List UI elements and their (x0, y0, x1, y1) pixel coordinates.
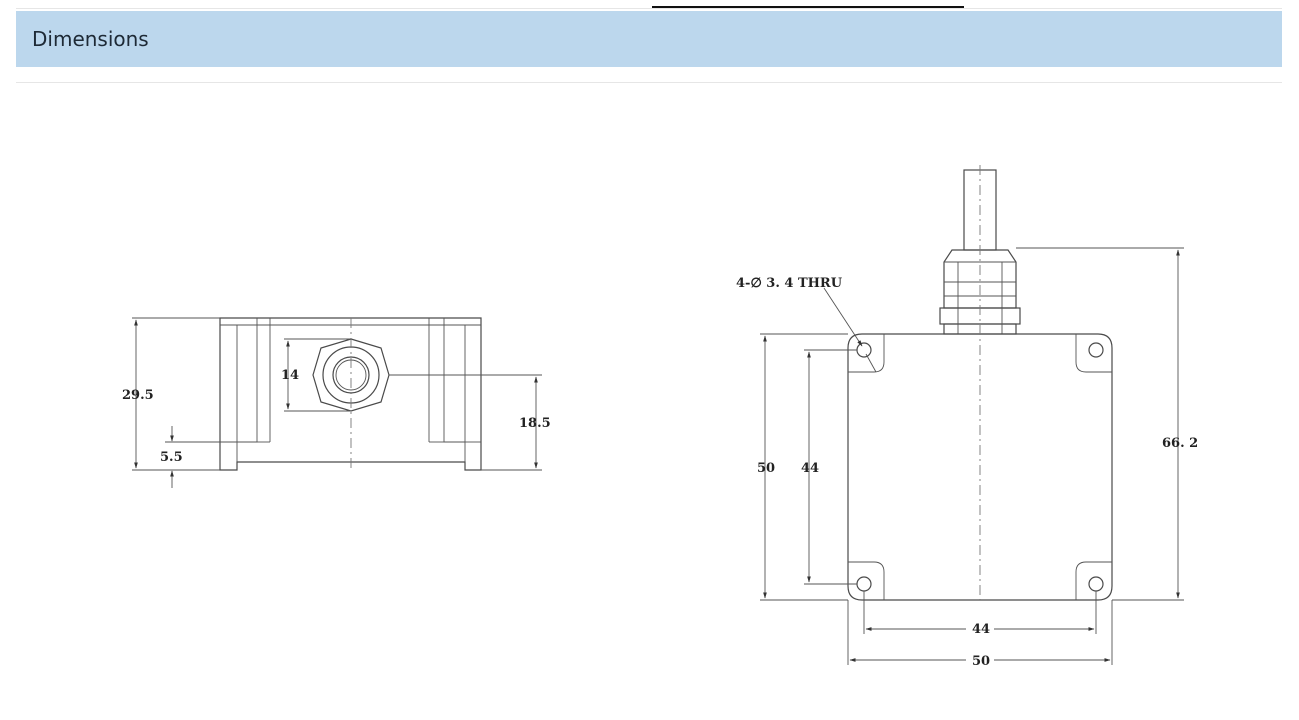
dim-body-width: 50 (847, 600, 1113, 669)
front-housing (219, 317, 482, 471)
dim-hole-span-horizontal: 44 (863, 591, 1097, 637)
header-divider (16, 82, 1282, 83)
dim-gland-center: 18.5 (389, 374, 551, 471)
dimensions-section-header[interactable]: Dimensions (16, 11, 1282, 67)
dim-label: 44 (801, 461, 819, 476)
hole-callout: 4-∅ 3. 4 THRU (736, 276, 877, 373)
dim-body-height: 50 (757, 333, 848, 601)
active-tab-indicator (652, 6, 964, 8)
dim-label: 5.5 (160, 450, 183, 465)
dim-label: 29.5 (122, 388, 154, 403)
section-title: Dimensions (32, 27, 149, 51)
dim-base: 5.5 (160, 426, 220, 488)
mounting-hole (856, 576, 872, 592)
front-view: 29.5 14 18.5 5.5 (122, 317, 551, 488)
mounting-hole (1088, 576, 1104, 592)
dim-label: 14 (281, 368, 299, 383)
dim-label: 50 (972, 654, 990, 669)
dim-gland-diameter: 14 (281, 338, 351, 412)
dim-hole-span-vertical: 44 (801, 349, 857, 585)
top-divider (16, 8, 1282, 9)
hole-note: 4-∅ 3. 4 THRU (736, 276, 843, 291)
dim-label: 18.5 (519, 416, 551, 431)
dim-height-total: 29.5 (122, 317, 220, 471)
top-view: 4-∅ 3. 4 THRU 50 44 66. 2 (736, 165, 1198, 669)
dim-label: 44 (972, 622, 990, 637)
dim-label: 66. 2 (1162, 436, 1198, 451)
mounting-hole (856, 342, 872, 358)
dim-total-height: 66. 2 (1016, 247, 1198, 601)
mounting-hole (1088, 342, 1104, 358)
dim-label: 50 (757, 461, 775, 476)
